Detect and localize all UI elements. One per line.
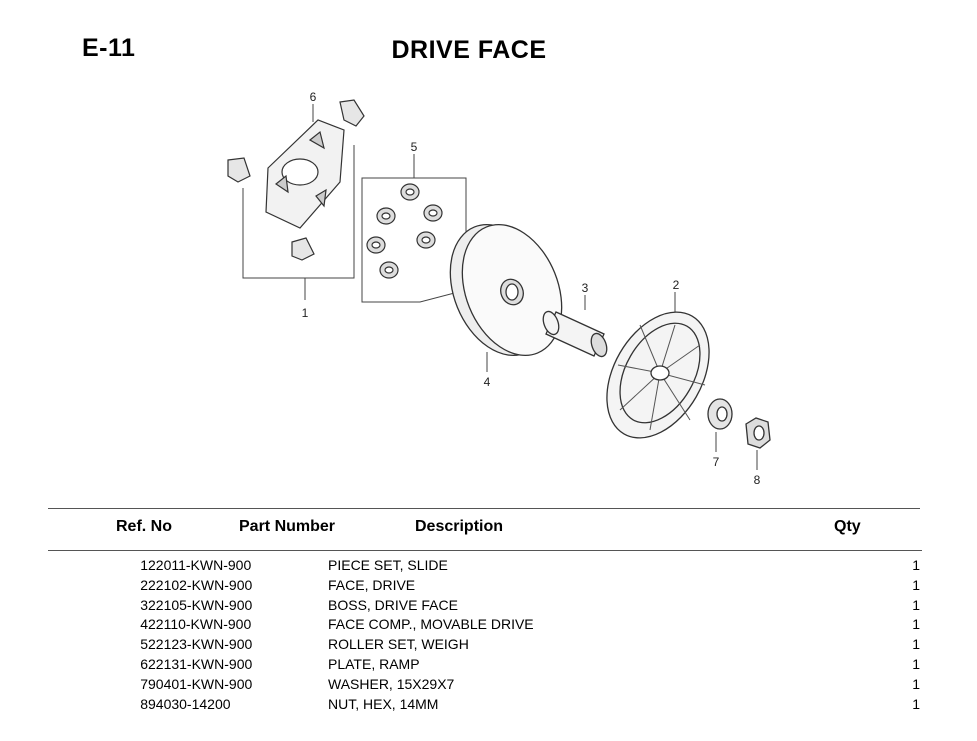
ref-no-cell: 6 xyxy=(140,655,148,672)
header-part-number: Part Number xyxy=(239,518,336,535)
washer-part xyxy=(707,398,733,430)
header-description: Description xyxy=(415,518,504,535)
callout-2: 2 xyxy=(673,278,680,292)
table-row: 6 22131-KWN-900 PLATE, RAMP 1 xyxy=(48,655,920,675)
part-number-cell: 22105-KWN-900 xyxy=(148,596,253,613)
ref-no-cell: 1 xyxy=(140,557,148,573)
qty-cell: 1 xyxy=(912,655,920,672)
movable-drive-face-part xyxy=(449,223,563,357)
description-cell: FACE COMP., MOVABLE DRIVE xyxy=(328,616,534,633)
ref-no-cell: 4 xyxy=(140,616,148,633)
callout-4: 4 xyxy=(484,375,491,389)
page-title: DRIVE FACE xyxy=(391,36,547,64)
part-number-cell: 22102-KWN-900 xyxy=(148,576,253,593)
table-row: 8 94030-14200 NUT, HEX, 14MM 1 xyxy=(48,695,920,715)
part-number-cell: 22131-KWN-900 xyxy=(148,655,253,672)
description-cell: FACE, DRIVE xyxy=(328,576,416,593)
part-number-cell: 90401-KWN-900 xyxy=(148,675,253,692)
header-ref-no: Ref. No xyxy=(116,518,172,535)
qty-cell: 1 xyxy=(912,596,920,613)
description-cell: PIECE SET, SLIDE xyxy=(328,557,448,573)
ref-no-cell: 8 xyxy=(140,695,148,712)
qty-cell: 1 xyxy=(912,636,920,653)
callout-5: 5 xyxy=(411,140,418,154)
table-row: 7 90401-KWN-900 WASHER, 15X29X7 1 xyxy=(48,675,920,695)
description-cell: PLATE, RAMP xyxy=(328,655,420,672)
slide-piece-part xyxy=(227,99,365,261)
qty-cell: 1 xyxy=(912,616,920,633)
table-header-rule xyxy=(48,550,922,551)
description-cell: ROLLER SET, WEIGH xyxy=(328,636,469,653)
drive-face-part xyxy=(606,311,710,439)
table-row: 5 22123-KWN-900 ROLLER SET, WEIGH 1 xyxy=(48,635,920,655)
table-row: 4 22110-KWN-900 FACE COMP., MOVABLE DRIV… xyxy=(48,615,920,635)
drive-face-boss-part xyxy=(542,310,608,358)
callout-3: 3 xyxy=(582,281,589,295)
description-cell: NUT, HEX, 14MM xyxy=(328,695,439,712)
qty-cell: 1 xyxy=(912,557,920,573)
header-qty: Qty xyxy=(834,518,861,535)
ramp-plate-part xyxy=(265,119,345,229)
page-code: E-11 xyxy=(82,34,136,62)
table-row: 2 22102-KWN-900 FACE, DRIVE 1 xyxy=(48,576,920,596)
table-row: 3 22105-KWN-900 BOSS, DRIVE FACE 1 xyxy=(48,596,920,616)
ref-no-cell: 3 xyxy=(140,596,148,613)
description-cell: WASHER, 15X29X7 xyxy=(328,675,455,692)
ref-no-cell: 5 xyxy=(140,636,148,653)
hex-nut-part xyxy=(745,417,771,449)
description-cell: BOSS, DRIVE FACE xyxy=(328,596,458,613)
table-top-rule xyxy=(48,508,920,509)
table-row: 1 22011-KWN-900 PIECE SET, SLIDE 1 xyxy=(48,556,920,576)
qty-cell: 1 xyxy=(912,675,920,692)
part-number-cell: 22011-KWN-900 xyxy=(148,557,252,573)
parts-table: 1 22011-KWN-900 PIECE SET, SLIDE 1 2 221… xyxy=(48,556,920,714)
part-number-cell: 94030-14200 xyxy=(148,695,231,712)
qty-cell: 1 xyxy=(912,695,920,712)
ref-no-cell: 2 xyxy=(140,576,148,593)
roller-set-part xyxy=(366,183,443,279)
part-number-cell: 22110-KWN-900 xyxy=(148,616,252,633)
callout-1: 1 xyxy=(302,306,309,320)
callout-6: 6 xyxy=(310,90,317,104)
ref-no-cell: 7 xyxy=(140,675,148,692)
callout-7: 7 xyxy=(713,455,720,469)
callout-8: 8 xyxy=(754,473,761,487)
qty-cell: 1 xyxy=(912,576,920,593)
exploded-parts-diagram: 1 2 3 4 5 6 7 8 xyxy=(227,90,771,487)
part-number-cell: 22123-KWN-900 xyxy=(148,636,253,653)
